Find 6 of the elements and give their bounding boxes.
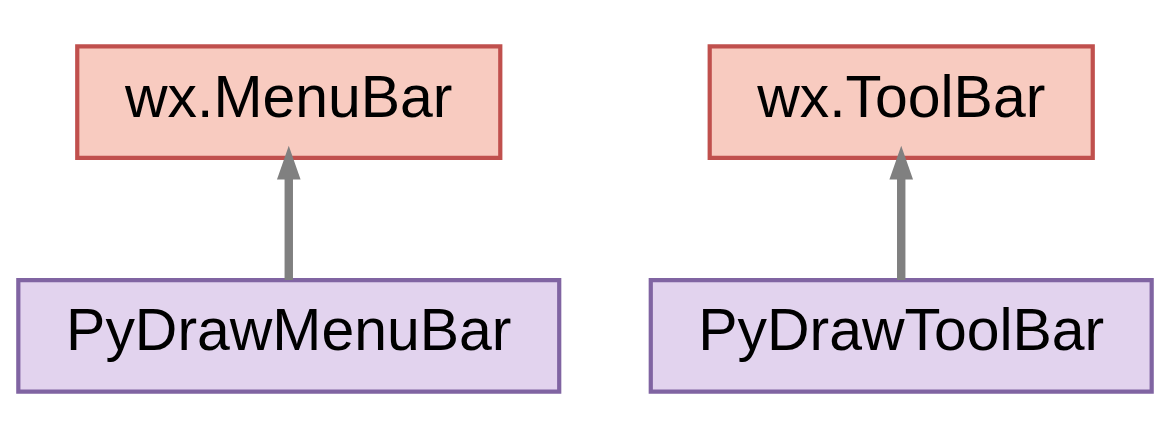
arrow [888, 145, 913, 280]
node-box: wx.ToolBar [707, 44, 1095, 161]
node-box: PyDrawToolBar [648, 277, 1154, 394]
node-box: PyDrawMenuBar [15, 277, 561, 394]
node-box: wx.MenuBar [74, 44, 502, 161]
arrow [276, 145, 301, 280]
